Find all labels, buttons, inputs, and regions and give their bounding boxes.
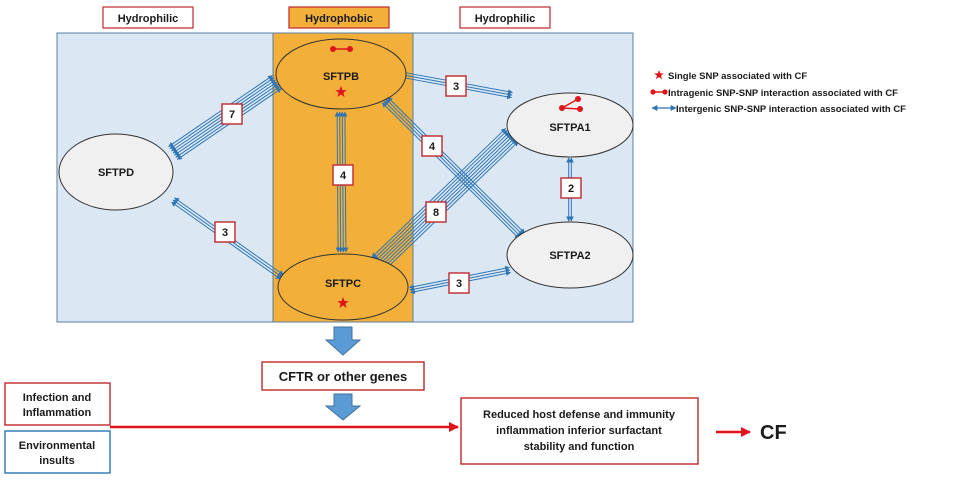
svg-text:SFTPD: SFTPD xyxy=(98,167,134,179)
environmental-box: Environmental insults xyxy=(4,430,111,474)
zone-label-left: Hydrophilic xyxy=(102,6,194,29)
infection-box: Infection and Inflammation xyxy=(4,382,111,426)
down-arrow-icon xyxy=(324,326,362,356)
legend: Single SNP associated with CF Intragenic… xyxy=(650,70,906,115)
intragenic-triangle-icon xyxy=(559,96,583,112)
single-snp-star-icon xyxy=(335,86,347,97)
outcome-box: Reduced host defense and immunity inflam… xyxy=(460,397,699,465)
legend-intergenic: Intergenic SNP-SNP interaction associate… xyxy=(676,104,906,115)
count-box-sftpc_sftpa1: 8 xyxy=(425,201,447,223)
svg-text:Inflammation: Inflammation xyxy=(23,407,92,419)
svg-text:3: 3 xyxy=(456,278,462,290)
count-box-sftpd_sftpb: 7 xyxy=(221,103,243,125)
gene-node-sftpa2: SFTPA2 xyxy=(506,221,634,289)
count-box-sftpc_sftpa2: 3 xyxy=(448,272,470,294)
svg-text:Environmental: Environmental xyxy=(19,440,95,452)
svg-text:CFTR or other genes: CFTR or other genes xyxy=(279,369,408,384)
svg-text:Infection and: Infection and xyxy=(23,392,91,404)
count-box-sftpb_sftpc: 4 xyxy=(332,164,354,186)
single-snp-star-icon xyxy=(337,297,349,308)
count-box-sftpb_sftpa2: 4 xyxy=(421,135,443,157)
svg-text:Reduced host defense and immun: Reduced host defense and immunity xyxy=(483,409,676,421)
cf-label: CF xyxy=(760,422,787,444)
svg-text:2: 2 xyxy=(568,183,574,195)
svg-text:SFTPA1: SFTPA1 xyxy=(549,122,590,134)
gene-node-sftpd: SFTPD xyxy=(58,133,174,211)
interaction-arrow-sftpc_sftpa1 xyxy=(383,141,519,271)
zone-label-middle: Hydrophobic xyxy=(288,6,390,29)
intragenic-dumbbell-icon xyxy=(330,46,353,52)
cftr-box: CFTR or other genes xyxy=(261,361,425,391)
count-box-sftpb_sftpa1: 3 xyxy=(445,75,467,97)
svg-text:4: 4 xyxy=(429,141,436,153)
svg-text:4: 4 xyxy=(340,170,347,182)
gene-node-sftpc: SFTPC xyxy=(277,253,409,321)
gene-node-sftpa1: SFTPA1 xyxy=(506,92,634,158)
legend-single-snp: Single SNP associated with CF xyxy=(668,71,807,82)
svg-text:3: 3 xyxy=(453,81,459,93)
interaction-count-boxes: 7 3 4 3 4 8 3 2 xyxy=(214,75,582,294)
legend-dumbbell-icon xyxy=(650,89,668,95)
svg-text:SFTPC: SFTPC xyxy=(325,278,361,290)
svg-text:stability and function: stability and function xyxy=(524,441,635,453)
svg-text:insults: insults xyxy=(39,455,74,467)
svg-text:SFTPA2: SFTPA2 xyxy=(549,250,590,262)
svg-text:inflammation inferior surfacta: inflammation inferior surfactant xyxy=(496,425,662,437)
legend-intragenic: Intragenic SNP-SNP interaction associate… xyxy=(668,88,898,99)
down-arrow-icon xyxy=(324,393,362,421)
svg-text:7: 7 xyxy=(229,109,235,121)
svg-text:Hydrophilic: Hydrophilic xyxy=(118,13,179,25)
svg-text:Hydrophobic: Hydrophobic xyxy=(305,13,373,25)
svg-text:8: 8 xyxy=(433,207,439,219)
legend-star-icon xyxy=(654,70,664,80)
gene-node-sftpb: SFTPB xyxy=(275,38,407,110)
count-box-sftpa1_sftpa2: 2 xyxy=(560,177,582,199)
svg-text:Hydrophilic: Hydrophilic xyxy=(475,13,536,25)
svg-text:SFTPB: SFTPB xyxy=(323,71,359,83)
svg-text:3: 3 xyxy=(222,227,228,239)
count-box-sftpd_sftpc: 3 xyxy=(214,221,236,243)
zone-label-right: Hydrophilic xyxy=(459,6,551,29)
